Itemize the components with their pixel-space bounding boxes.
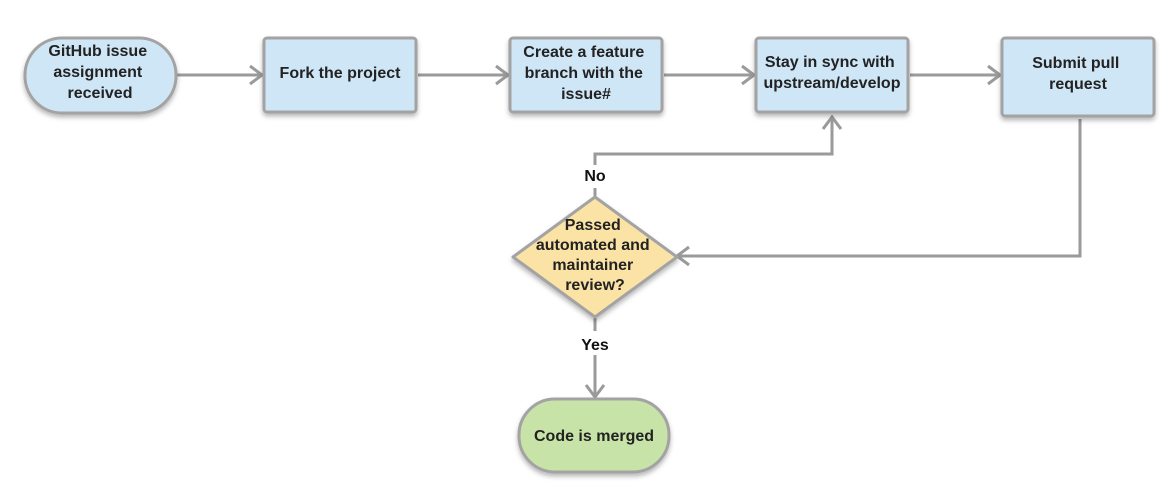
decision-label-line-2: automated and (536, 237, 650, 254)
start-label-line-1: GitHub issue (48, 43, 147, 60)
node-sync: Stay in sync with upstream/develop (754, 36, 910, 114)
decision-diamond-shape (511, 195, 679, 319)
sync-label-line-2: upstream/develop (764, 75, 901, 92)
edge-pr-to-decision (677, 119, 1082, 258)
decision-label-line-3: maintainer (552, 257, 633, 274)
arrowhead-sync-to-pr (987, 64, 1003, 86)
arrowhead-decision-to-sync (821, 114, 843, 130)
arrowhead-decision-to-merged (584, 384, 606, 400)
sync-label-line-1: Stay in sync with (765, 54, 895, 71)
decision-label-line-1: Passed (565, 217, 621, 234)
arrowhead-fork-to-branch (495, 64, 511, 86)
fork-label-line-1: Fork the project (280, 65, 402, 82)
merged-terminator-shape (517, 397, 671, 474)
node-start: GitHub issue assignment received (23, 36, 178, 115)
arrowhead-start-to-fork (249, 64, 265, 86)
branch-label-line-3: issue# (561, 86, 611, 103)
fork-process-shape (262, 36, 418, 114)
pr-label-line-2: request (1049, 76, 1107, 93)
edge-decision-no-to-sync-upper (593, 117, 834, 165)
merged-label-line-1: Code is merged (534, 428, 654, 445)
branch-label-line-2: branch with the (525, 65, 643, 82)
branch-label: Create a feature branch with the issue# (523, 44, 648, 103)
node-fork: Fork the project (262, 36, 418, 114)
start-label-line-2: assignment (53, 64, 143, 81)
node-pr: Submit pull request (1000, 36, 1156, 118)
pr-label: Submit pull request (1032, 55, 1124, 93)
branch-label-line-1: Create a feature (523, 44, 644, 61)
start-label: GitHub issue assignment received (48, 43, 151, 102)
node-decision: Passed automated and maintainer review? (511, 195, 679, 319)
arrowhead-branch-to-sync (741, 64, 757, 86)
branch-process-shape (508, 36, 664, 114)
pr-process-shape (1000, 36, 1156, 118)
start-terminator-shape (23, 36, 178, 115)
edge-label-yes: Yes (581, 337, 609, 354)
decision-label-line-4: review? (565, 277, 625, 294)
node-merged: Code is merged (517, 397, 671, 474)
merged-label: Code is merged (534, 428, 654, 445)
sync-process-shape (754, 36, 910, 114)
edge-label-no: No (584, 168, 606, 185)
pr-label-line-1: Submit pull (1032, 55, 1119, 72)
sync-label: Stay in sync with upstream/develop (764, 54, 901, 92)
decision-label: Passed automated and maintainer review? (536, 217, 654, 294)
edges (176, 64, 1082, 400)
start-label-line-3: received (68, 85, 133, 102)
node-branch: Create a feature branch with the issue# (508, 36, 664, 114)
fork-label: Fork the project (280, 65, 402, 82)
